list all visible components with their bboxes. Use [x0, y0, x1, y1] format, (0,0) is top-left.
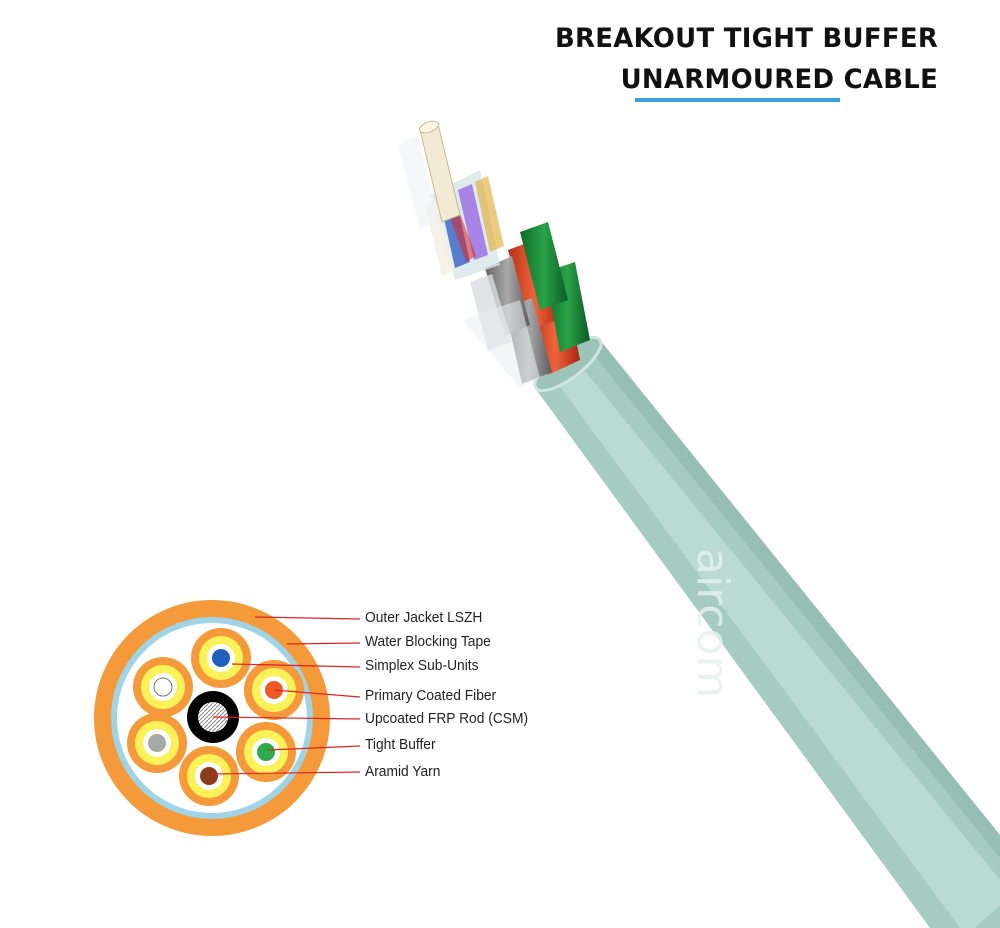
label-tight-buffer: Tight Buffer [365, 736, 436, 753]
sub-units-group [127, 628, 304, 806]
sub-unit-fiber [148, 734, 166, 752]
sub-unit-fiber [153, 677, 173, 697]
leader-tight-buffer [267, 745, 361, 751]
sub-unit [133, 657, 193, 717]
leader-primary-coated-fiber [273, 689, 361, 698]
label-primary-coated-fiber: Primary Coated Fiber [365, 687, 497, 704]
sub-unit [179, 746, 239, 806]
label-upcoated-frp-rod: Upcoated FRP Rod (CSM) [365, 710, 529, 727]
title-line-1: BREAKOUT TIGHT BUFFER [554, 23, 938, 54]
title-line-2: UNARMOURED CABLE [620, 64, 938, 95]
sub-unit [127, 713, 187, 773]
brand-mark: aircom [687, 548, 738, 698]
sub-unit-fiber [200, 767, 218, 785]
leader-outer-jacket [254, 616, 361, 620]
sub-unit-fiber [257, 743, 275, 761]
cable-jacket [533, 335, 1000, 928]
label-water-blocking-tape: Water Blocking Tape [365, 633, 491, 650]
sub-unit [191, 628, 251, 688]
leader-water-blocking-tape [286, 642, 361, 645]
title-block: BREAKOUT TIGHT BUFFER UNARMOURED CABLE [539, 18, 938, 100]
sub-unit [236, 722, 296, 782]
leader-aramid-yarn [211, 771, 361, 775]
leader-lines [211, 616, 361, 775]
label-aramid-yarn: Aramid Yarn [365, 763, 441, 780]
leader-simplex-sub-units [231, 663, 361, 668]
sub-unit-fiber [212, 649, 230, 667]
label-simplex-sub-units: Simplex Sub-Units [365, 657, 479, 674]
leader-upcoated-frp-rod [212, 716, 361, 720]
exposed-sub-units [462, 222, 590, 388]
central-strength-member [398, 120, 461, 230]
title-underline [635, 98, 840, 102]
label-outer-jacket: Outer Jacket LSZH [365, 609, 483, 626]
